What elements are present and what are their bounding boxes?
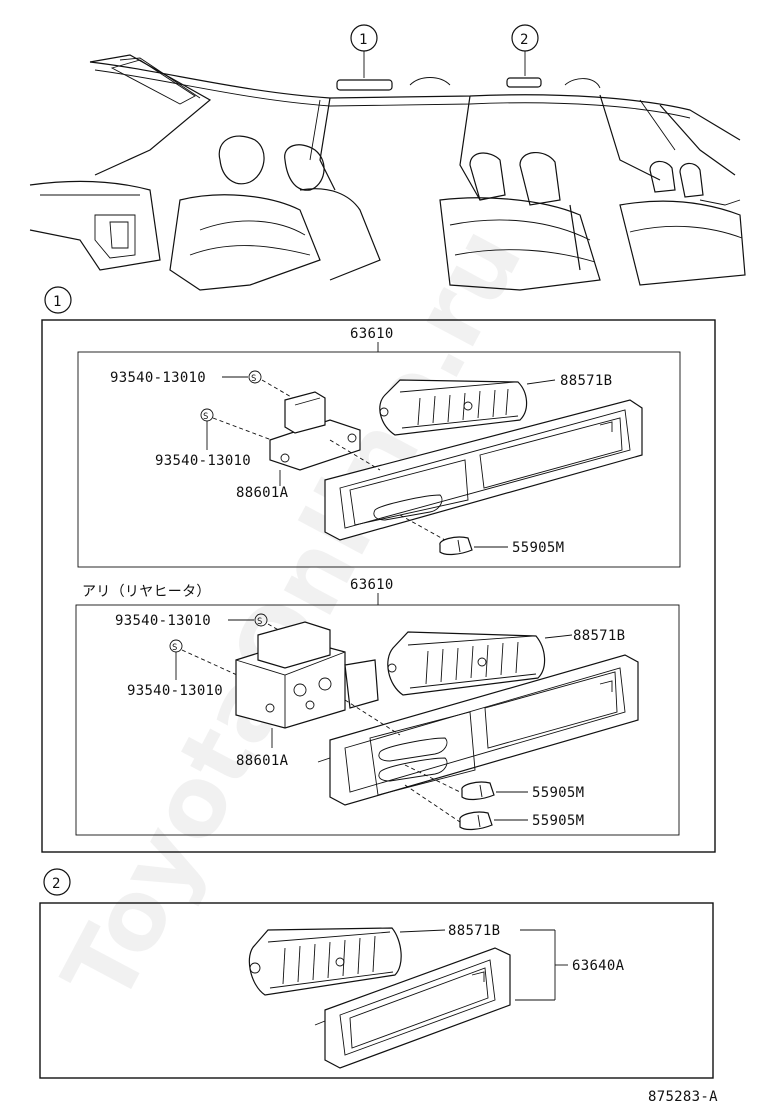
svg-text:S: S <box>172 643 178 653</box>
section-2-marker: 2 <box>52 876 61 892</box>
svg-text:S: S <box>203 412 209 422</box>
p2-knob-b <box>459 811 493 831</box>
p1-vent <box>379 379 528 436</box>
roof-vent-rear <box>506 77 542 88</box>
section-2-frame <box>39 902 714 1079</box>
p3-vent-label: 88571B <box>448 923 500 939</box>
interior-overview: 1 2 <box>29 24 746 291</box>
callout-1: 1 <box>350 24 378 78</box>
p2-bolt-a-icon <box>254 613 268 627</box>
p1-control-label: 88601A <box>236 485 289 501</box>
panel-1: 63610 93540-13010 S S 93540-13010 88601A <box>77 326 681 568</box>
p2-subframe <box>75 604 680 836</box>
svg-text:S: S <box>257 617 263 627</box>
p3-assembly-label: 63640A <box>572 958 625 974</box>
section-1-marker: 1 <box>53 294 62 310</box>
p1-bolt-b-label: 93540-13010 <box>155 453 251 469</box>
callout-2: 2 <box>511 24 539 76</box>
section-1-frame <box>41 319 716 853</box>
p2-assembly-label: 63610 <box>350 577 394 593</box>
svg-text:1: 1 <box>359 32 368 48</box>
p1-control-unit <box>269 391 361 471</box>
p1-bezel <box>324 399 643 541</box>
p2-knob-a <box>461 781 495 801</box>
p1-knob <box>439 536 473 556</box>
roof-vent-front <box>336 79 393 91</box>
p1-assembly-label: 63610 <box>350 326 394 342</box>
p2-bolt-b-label: 93540-13010 <box>127 683 223 699</box>
figure-code: 875283-A <box>648 1089 718 1105</box>
p1-knob-label: 55905M <box>512 540 564 556</box>
svg-text:S: S <box>251 374 257 384</box>
svg-text:2: 2 <box>520 32 529 48</box>
panel-2: アリ（リヤヒータ） 63610 93540-13010 S S 93540-13… <box>75 577 680 836</box>
p1-bolt-a-label: 93540-13010 <box>110 370 206 386</box>
p2-vent <box>387 631 546 696</box>
p2-control-unit <box>235 621 379 729</box>
p2-knob-b-label: 55905M <box>532 813 584 829</box>
p3-vent <box>248 927 402 996</box>
p1-subframe <box>77 351 681 568</box>
p2-bezel <box>317 654 639 806</box>
panel-3: 88571B 63640A <box>248 923 625 1069</box>
section-1: 1 <box>41 286 716 853</box>
p1-vent-label: 88571B <box>560 373 612 389</box>
p1-bolt-a-icon <box>248 370 262 384</box>
p2-vent-label: 88571B <box>573 628 625 644</box>
section-2: 2 <box>39 868 714 1079</box>
p3-bezel <box>314 947 511 1069</box>
p2-control-label: 88601A <box>236 753 289 769</box>
variant-label: アリ（リヤヒータ） <box>82 584 211 600</box>
p2-knob-a-label: 55905M <box>532 785 584 801</box>
p2-bolt-a-label: 93540-13010 <box>115 613 211 629</box>
